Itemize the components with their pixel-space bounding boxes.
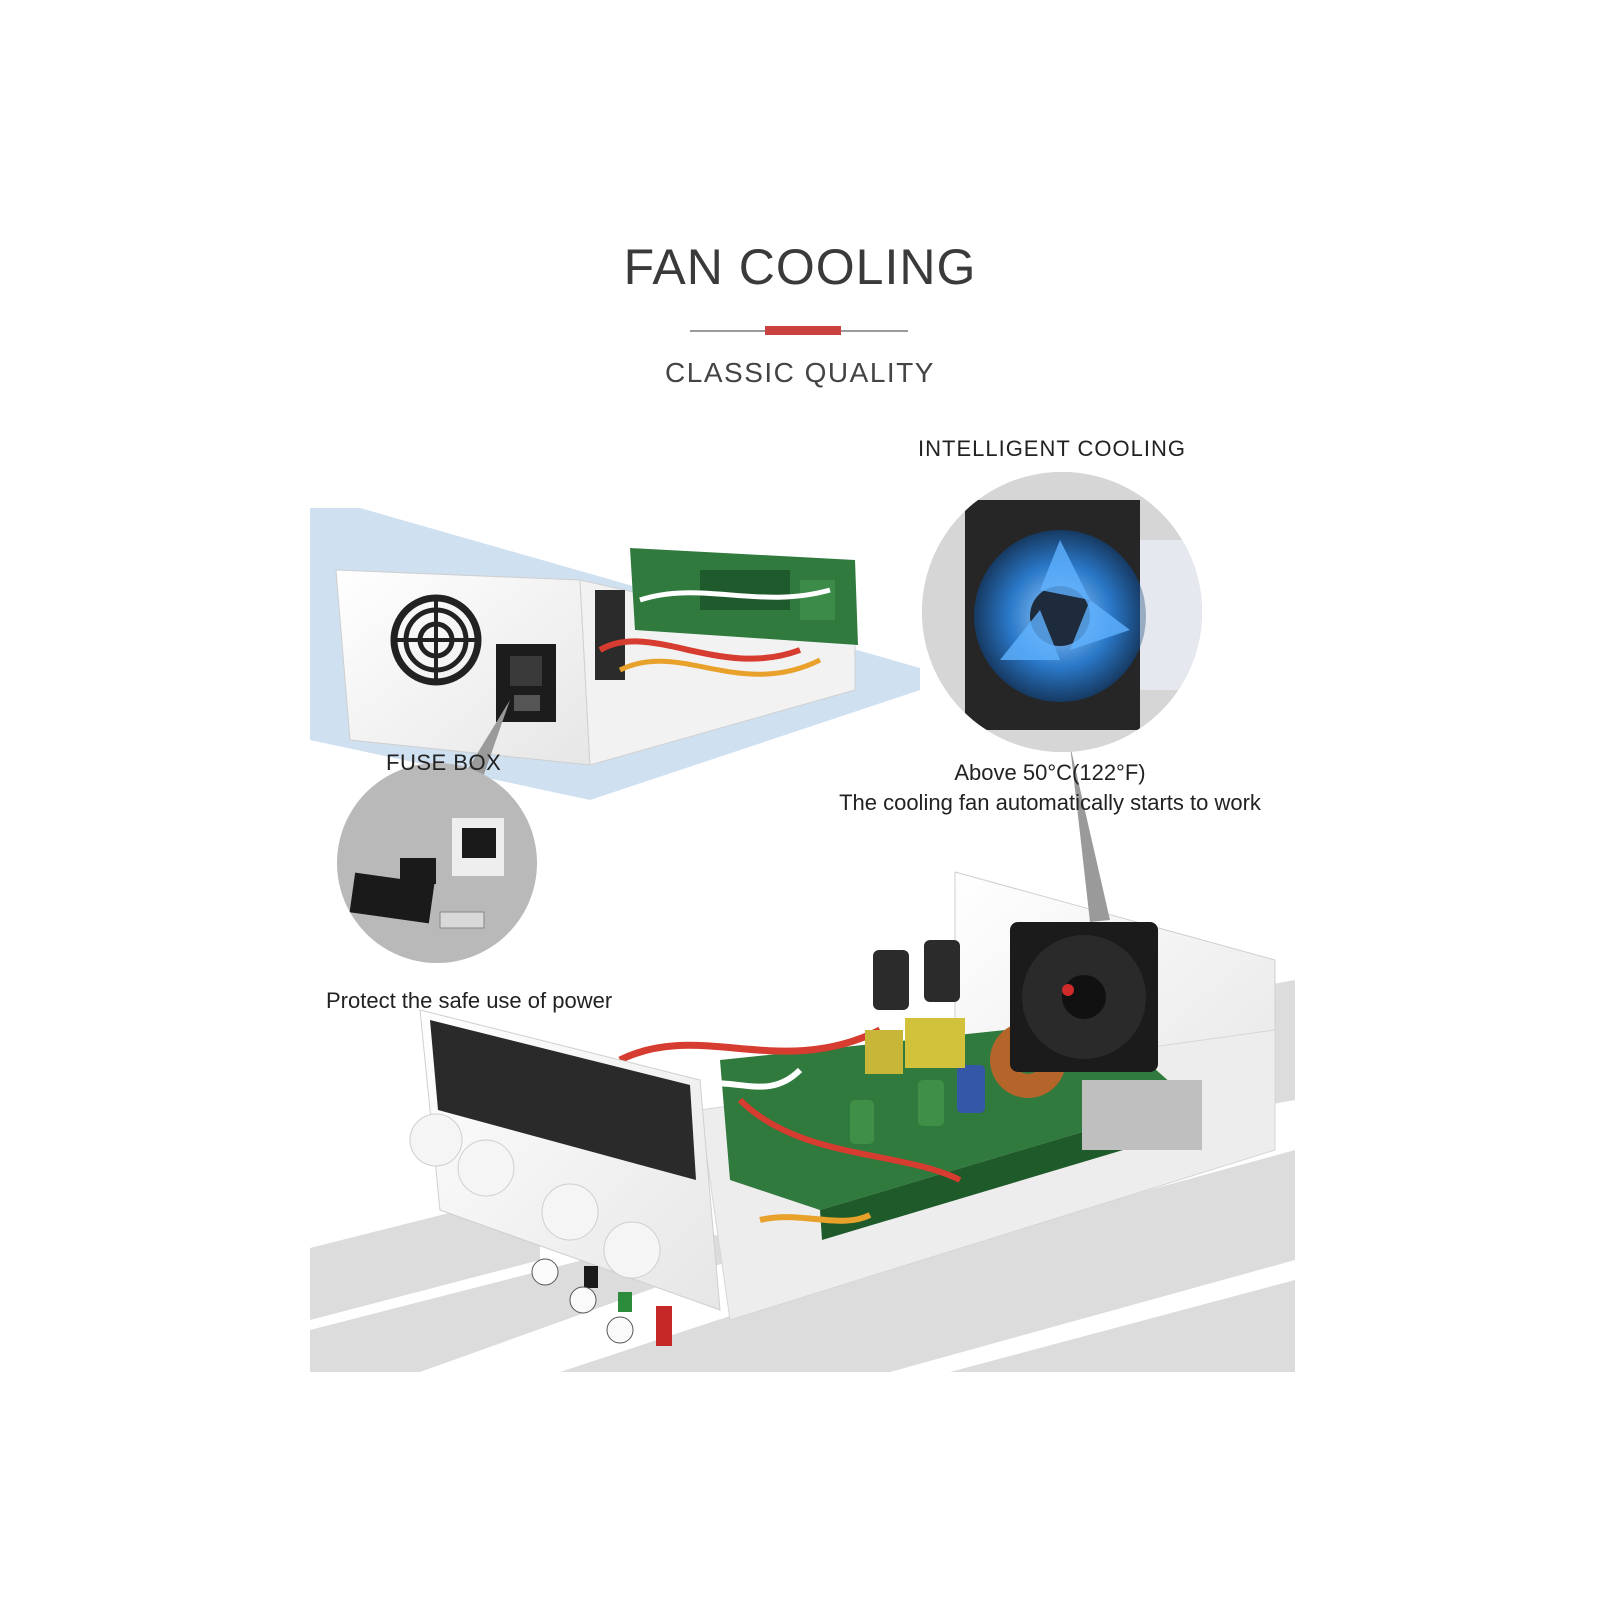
fuse-callout [337,700,537,963]
cooling-callout [922,472,1202,922]
back-unit [335,548,858,766]
fuse-icon [349,858,485,929]
temperature-line: Above 50°C(122°F) [954,760,1146,785]
page-title: FAN COOLING [623,239,977,295]
fuse-box-label: FUSE BOX [386,750,502,775]
temperature-note: Above 50°C(122°F) The cooling fan automa… [830,758,1270,818]
title-divider-accent [765,326,841,335]
intelligent-cooling-label: INTELLIGENT COOLING [918,436,1186,461]
fan-icon [390,594,482,686]
fan-behavior-line: The cooling fan automatically starts to … [839,790,1261,815]
protect-label: Protect the safe use of power [326,988,613,1013]
page-subtitle: CLASSIC QUALITY [665,357,935,388]
main-unit [409,871,1276,1346]
